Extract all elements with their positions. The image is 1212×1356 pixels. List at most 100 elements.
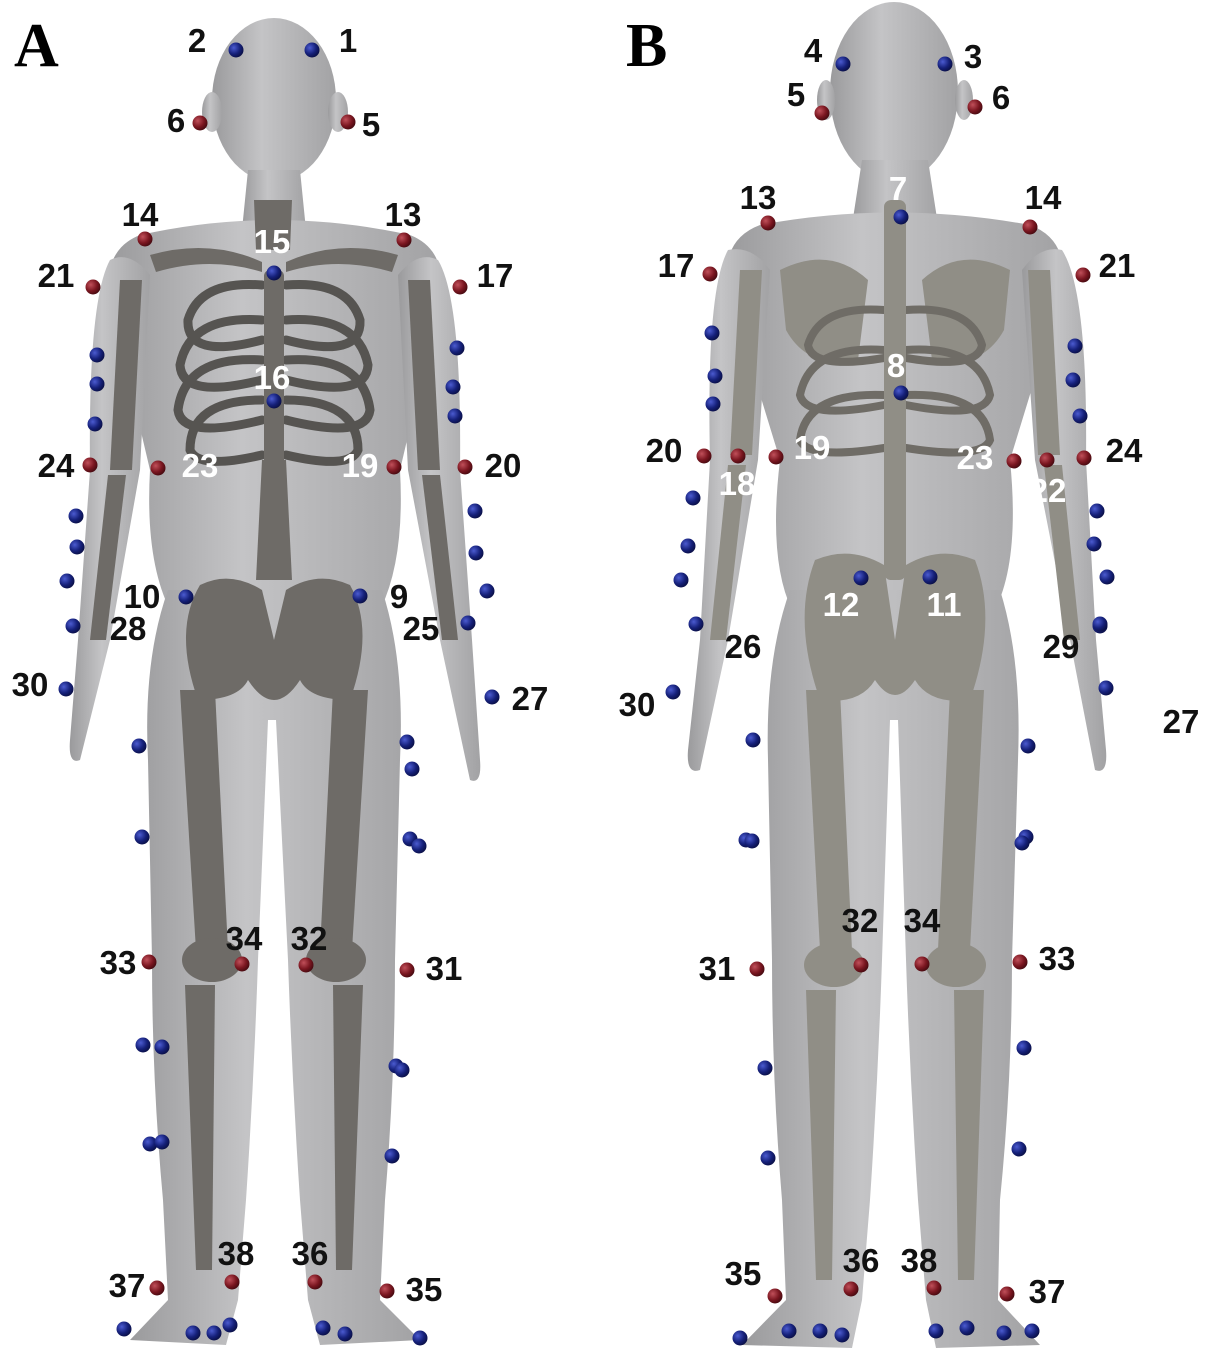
marker-dot-a-unlabeled-0 xyxy=(90,348,105,363)
marker-dot-b-14 xyxy=(1023,220,1038,235)
marker-dot-a-25 xyxy=(461,616,476,631)
marker-dot-b-21 xyxy=(1076,268,1091,283)
marker-label-b-6: 6 xyxy=(992,79,1010,116)
marker-dot-a-unlabeled-2 xyxy=(88,417,103,432)
marker-dot-b-32 xyxy=(854,958,869,973)
marker-dot-b-3 xyxy=(938,57,953,72)
marker-label-a-34: 34 xyxy=(226,920,263,957)
marker-label-a-23: 23 xyxy=(182,447,219,484)
marker-label-b-29: 29 xyxy=(1043,628,1080,665)
marker-label-a-28: 28 xyxy=(110,610,147,647)
marker-dot-b-12 xyxy=(854,571,869,586)
marker-dot-a-17 xyxy=(453,280,468,295)
marker-dot-a-34 xyxy=(235,957,250,972)
marker-label-b-21: 21 xyxy=(1099,247,1136,284)
marker-dot-a-unlabeled-27 xyxy=(207,1326,222,1341)
marker-label-a-21: 21 xyxy=(38,257,75,294)
marker-dot-b-unlabeled-25 xyxy=(813,1324,828,1339)
marker-dot-b-34 xyxy=(915,957,930,972)
marker-label-a-38: 38 xyxy=(218,1235,255,1272)
marker-dot-b-unlabeled-27 xyxy=(929,1324,944,1339)
marker-label-a-31: 31 xyxy=(426,950,463,987)
marker-dot-a-38 xyxy=(225,1275,240,1290)
marker-dot-a-unlabeled-21 xyxy=(395,1063,410,1078)
marker-dot-a-27 xyxy=(485,690,500,705)
marker-dot-b-30 xyxy=(666,685,681,700)
marker-label-b-36: 36 xyxy=(843,1242,880,1279)
marker-dot-a-unlabeled-31 xyxy=(413,1331,428,1346)
marker-dot-a-unlabeled-8 xyxy=(60,574,75,589)
marker-dot-a-unlabeled-18 xyxy=(136,1038,151,1053)
marker-dot-a-37 xyxy=(150,1281,165,1296)
marker-dot-a-unlabeled-3 xyxy=(450,341,465,356)
marker-dot-a-unlabeled-6 xyxy=(69,509,84,524)
marker-label-b-3: 3 xyxy=(964,38,982,75)
marker-label-a-13: 13 xyxy=(385,196,422,233)
marker-dot-b-unlabeled-20 xyxy=(1017,1041,1032,1056)
marker-dot-b-8 xyxy=(894,386,909,401)
marker-label-b-11: 11 xyxy=(927,586,962,623)
marker-dot-a-unlabeled-23 xyxy=(155,1135,170,1150)
marker-dot-a-33 xyxy=(142,955,157,970)
marker-dot-b-29 xyxy=(1093,617,1108,632)
marker-label-a-24: 24 xyxy=(38,447,75,484)
marker-dot-a-unlabeled-29 xyxy=(316,1321,331,1336)
marker-label-b-18: 18 xyxy=(719,465,756,502)
marker-dot-a-14 xyxy=(138,232,153,247)
marker-dot-a-unlabeled-13 xyxy=(135,830,150,845)
marker-dot-b-22 xyxy=(1040,453,1055,468)
marker-dot-a-unlabeled-25 xyxy=(117,1322,132,1337)
marker-dot-b-36 xyxy=(844,1282,859,1297)
marker-dot-b-unlabeled-6 xyxy=(686,491,701,506)
marker-label-a-16: 16 xyxy=(254,359,291,396)
marker-dot-a-15 xyxy=(267,266,282,281)
marker-dot-b-24 xyxy=(1077,451,1092,466)
marker-dot-b-17 xyxy=(703,267,718,282)
marker-dot-a-20 xyxy=(458,460,473,475)
marker-dot-b-11 xyxy=(923,570,938,585)
marker-dot-a-24 xyxy=(83,458,98,473)
marker-dot-b-unlabeled-22 xyxy=(1012,1142,1027,1157)
marker-dot-a-10 xyxy=(179,590,194,605)
marker-dot-b-unlabeled-3 xyxy=(1068,339,1083,354)
marker-label-b-8: 8 xyxy=(887,347,905,384)
marker-label-a-2: 2 xyxy=(188,22,206,59)
marker-dot-b-5 xyxy=(815,106,830,121)
marker-label-a-17: 17 xyxy=(477,257,514,294)
marker-dot-b-13 xyxy=(761,216,776,231)
marker-dot-b-unlabeled-19 xyxy=(758,1061,773,1076)
marker-dot-b-unlabeled-29 xyxy=(997,1326,1012,1341)
marker-dot-a-unlabeled-10 xyxy=(469,546,484,561)
marker-dot-a-32 xyxy=(299,958,314,973)
marker-label-a-5: 5 xyxy=(362,106,380,143)
marker-label-a-20: 20 xyxy=(485,447,522,484)
marker-dot-b-unlabeled-18 xyxy=(1015,836,1030,851)
marker-dot-b-19 xyxy=(769,450,784,465)
marker-dot-a-unlabeled-7 xyxy=(70,540,85,555)
marker-dot-a-unlabeled-24 xyxy=(385,1149,400,1164)
marker-dot-b-unlabeled-0 xyxy=(705,326,720,341)
marker-label-b-32: 32 xyxy=(842,902,879,939)
marker-dot-b-unlabeled-4 xyxy=(1066,373,1081,388)
marker-label-a-1: 1 xyxy=(339,22,357,59)
marker-label-a-14: 14 xyxy=(122,196,159,233)
marker-dot-a-6 xyxy=(193,116,208,131)
marker-dot-b-unlabeled-13 xyxy=(746,733,761,748)
marker-dot-b-unlabeled-7 xyxy=(681,539,696,554)
marker-label-b-37: 37 xyxy=(1029,1273,1066,1310)
marker-dot-a-unlabeled-11 xyxy=(480,584,495,599)
marker-label-a-30: 30 xyxy=(12,666,49,703)
marker-dot-a-23 xyxy=(151,461,166,476)
marker-dot-a-31 xyxy=(400,963,415,978)
marker-dot-b-unlabeled-26 xyxy=(835,1328,850,1343)
marker-dot-b-unlabeled-28 xyxy=(960,1321,975,1336)
marker-dot-b-unlabeled-21 xyxy=(761,1151,776,1166)
marker-dot-b-37 xyxy=(1000,1287,1015,1302)
marker-label-b-5: 5 xyxy=(787,76,805,113)
marker-dot-b-unlabeled-1 xyxy=(708,369,723,384)
marker-dot-a-unlabeled-14 xyxy=(400,735,415,750)
marker-label-b-13: 13 xyxy=(740,179,777,216)
marker-dot-b-31 xyxy=(750,962,765,977)
